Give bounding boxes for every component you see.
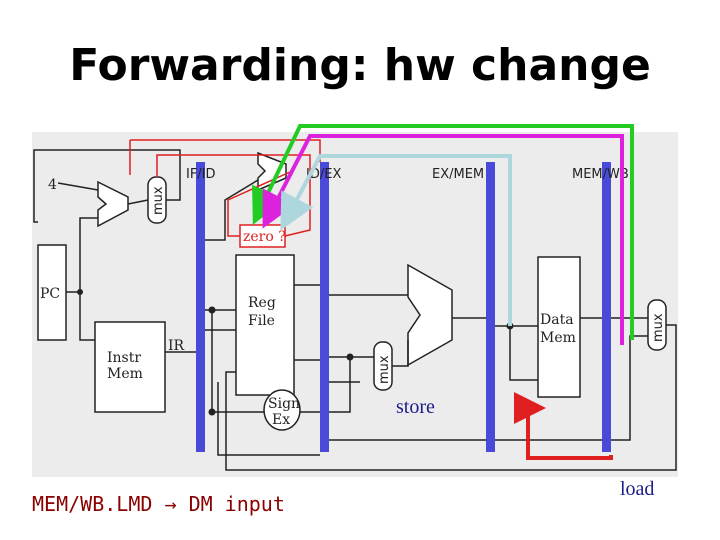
caption-left: MEM/WB.LMD — [32, 492, 153, 516]
pc-label: PC — [40, 286, 60, 302]
sign-ex-label-line2: Ex — [272, 412, 290, 428]
instr-mem-label-line2: Mem — [107, 366, 143, 382]
reg-file-label-line2: File — [248, 313, 275, 329]
stage-label-if-id: IF/ID — [186, 167, 216, 182]
stage-label-ex-mem: EX/MEM — [432, 167, 484, 182]
forward-path-magenta — [262, 134, 624, 345]
pipeline-register-id-ex — [320, 162, 329, 452]
caption-arrow: → — [164, 492, 177, 516]
junction-dots — [77, 289, 514, 416]
store-annotation: store — [396, 396, 435, 418]
caption-right: DM input — [188, 492, 285, 516]
data-mem-label-line2: Mem — [540, 330, 576, 346]
sign-ex-label-line1: Sign — [268, 396, 300, 412]
forward-path-lightblue — [280, 154, 512, 326]
data-mem-label-line1: Data — [540, 312, 574, 328]
caption: MEM/WB.LMD → DM input — [32, 492, 285, 516]
instruction-memory — [94, 321, 166, 413]
forward-path-lmd-to-dm — [514, 392, 613, 460]
constant-four: 4 — [48, 177, 57, 193]
diagram-background — [32, 132, 678, 477]
branch-adder — [257, 151, 287, 192]
stage-label-mem-wb: MEM/WB — [572, 167, 629, 182]
if-mux-label: mux — [151, 186, 166, 215]
load-annotation: load — [620, 478, 654, 500]
forward-path-green — [252, 124, 634, 340]
instr-mem-label-line1: Instr — [107, 350, 141, 366]
wb-mux-label: mux — [651, 313, 666, 342]
register-file — [235, 254, 295, 396]
data-memory — [537, 256, 581, 398]
sign-extend-unit — [263, 389, 301, 431]
pipeline-register-mem-wb — [602, 162, 611, 452]
zero-test-label: zero ? — [243, 229, 286, 245]
reg-file-label-line1: Reg — [248, 295, 276, 311]
ex-mux-label: mux — [377, 355, 392, 384]
stage-label-id-ex: ID/EX — [306, 167, 341, 182]
pipeline-register-ex-mem — [486, 162, 495, 452]
ir-label: IR — [168, 338, 185, 354]
pipeline-register-if-id — [196, 162, 205, 452]
slide-title: Forwarding: hw change — [69, 40, 651, 91]
